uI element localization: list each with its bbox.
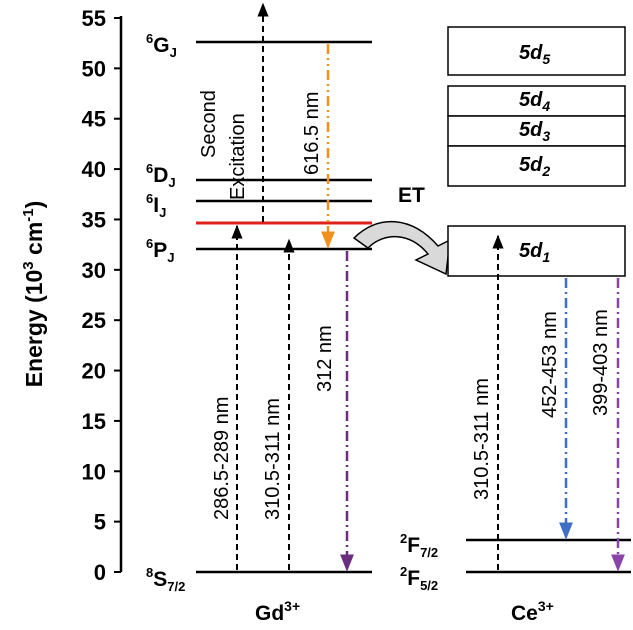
y-tick-label: 35	[82, 207, 106, 232]
ce-band-5d5	[447, 26, 626, 76]
ce-band-5d1	[447, 225, 626, 277]
gd-label-286nm: 286.5-289 nm	[211, 397, 233, 520]
y-tick-label: 0	[94, 560, 106, 585]
y-tick-label: 55	[82, 6, 106, 31]
gd-label-616nm: 616.5 nm	[301, 92, 323, 175]
y-tick-label: 20	[82, 359, 106, 384]
gd-label-8S: 8S7/2	[146, 565, 185, 594]
y-tick-label: 40	[82, 157, 106, 182]
gd-label-6D: 6DJ	[146, 161, 176, 190]
ce-band-5d1-label: 5d1	[519, 240, 550, 265]
gd-label-6I: 6IJ	[146, 191, 166, 220]
y-tick-label: 30	[82, 258, 106, 283]
ce-ion-label: Ce3+	[511, 598, 554, 625]
y-tick-label: 10	[82, 459, 106, 484]
ce-band-5d3-label: 5d3	[519, 119, 550, 144]
ce-label-452nm: 452-453 nm	[539, 311, 561, 418]
gd-label-310nm: 310.5-311 nm	[262, 398, 284, 520]
ce-label-310nm: 310.5-311 nm	[471, 378, 493, 500]
gd-label-312nm: 312 nm	[314, 325, 336, 392]
ce-band-5d2-label: 5d2	[519, 154, 550, 179]
y-axis-label: Energy (103 cm-1)	[20, 201, 47, 388]
ce-band-5d2	[447, 145, 626, 187]
ce-band-5d4	[447, 85, 626, 117]
gd-label-second: Second	[198, 90, 220, 158]
y-tick-label: 50	[82, 56, 106, 81]
gd-label-6G: 6GJ	[146, 31, 177, 60]
y-tick-label: 25	[82, 308, 106, 333]
energy-transfer-arrow	[352, 220, 451, 276]
ce-label-2F52: 2F5/2	[400, 564, 438, 593]
ce-band-5d4-label: 5d4	[519, 89, 550, 114]
ce-label-399nm: 399-403 nm	[590, 309, 612, 416]
ce-band-5d5-label: 5d5	[519, 42, 550, 67]
gd-label-6P: 6PJ	[146, 236, 174, 265]
energy-transfer-label: ET	[398, 184, 425, 207]
gd-label-excitation: Excitation	[227, 113, 249, 200]
gd-ion-label: Gd3+	[255, 598, 300, 625]
y-tick-label: 15	[82, 409, 106, 434]
y-tick-label: 5	[94, 510, 106, 535]
y-axis-ticks: 0 5 10 15 20 25 30 35 40 45 50 55	[82, 6, 121, 585]
ce-label-2F72: 2F7/2	[400, 531, 438, 560]
y-tick-label: 45	[82, 107, 106, 132]
ce-band-5d3	[447, 115, 626, 147]
